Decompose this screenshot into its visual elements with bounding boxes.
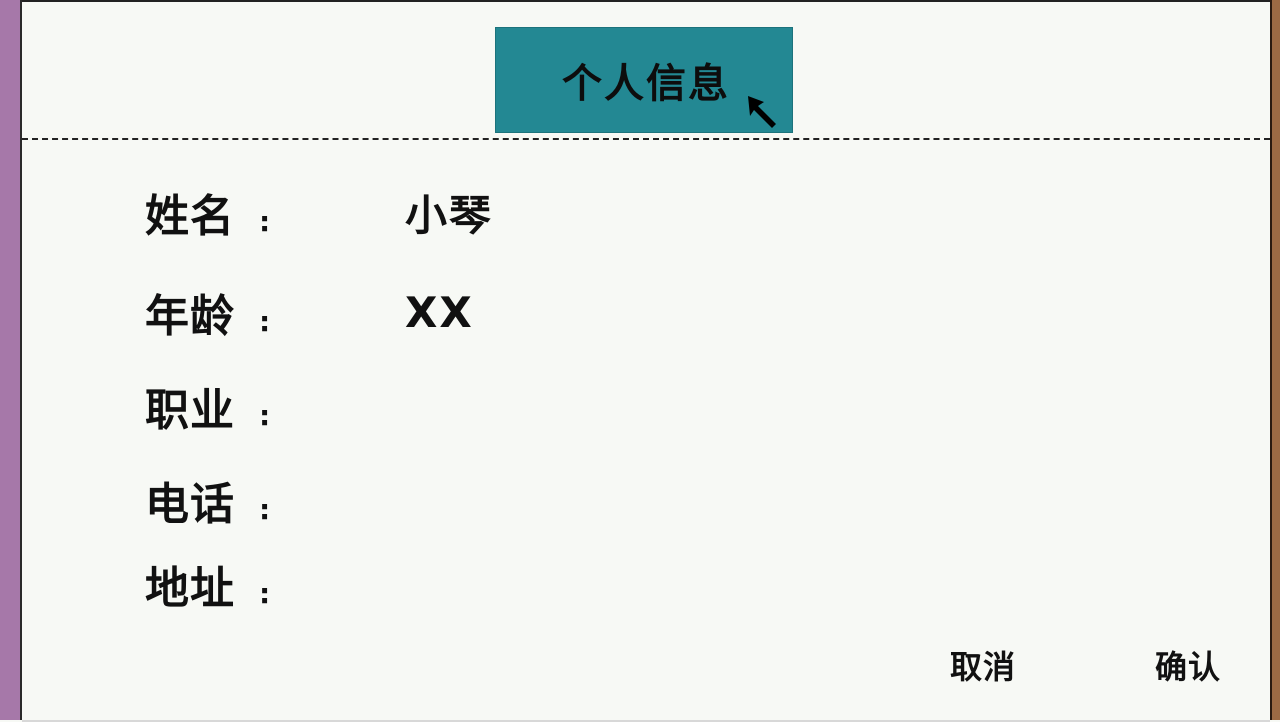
mouse-cursor-icon — [748, 96, 776, 128]
field-label-name: 姓名 — [145, 191, 235, 242]
field-value-age[interactable]: XX — [405, 287, 474, 337]
field-label-age: 年龄 — [145, 291, 235, 342]
field-colon: : — [259, 398, 271, 432]
field-row-address: 地址 : — [145, 554, 405, 614]
field-colon: : — [259, 576, 271, 610]
field-row-occupation: 职业 : — [145, 376, 405, 436]
profile-card: 个人信息 姓名 : 小琴 年龄 : XX 职业 : 电话 : 地址 : 取消 确… — [22, 0, 1270, 722]
personal-info-button[interactable]: 个人信息 — [495, 27, 793, 133]
field-value-name[interactable]: 小琴 — [405, 190, 494, 240]
confirm-button[interactable]: 确认 — [1155, 648, 1222, 686]
field-row-name: 姓名 : 小琴 — [145, 182, 494, 243]
right-edge-strip — [1270, 0, 1280, 720]
left-edge-strip — [0, 0, 22, 720]
personal-info-title: 个人信息 — [562, 61, 730, 107]
field-label-phone: 电话 — [145, 479, 235, 530]
cancel-button[interactable]: 取消 — [950, 648, 1017, 686]
field-colon: : — [259, 304, 271, 338]
field-colon: : — [259, 492, 271, 526]
field-row-age: 年龄 : XX — [145, 282, 474, 343]
dashed-separator — [22, 138, 1270, 140]
field-label-occupation: 职业 — [145, 385, 235, 436]
field-colon: : — [259, 204, 271, 238]
field-label-address: 地址 — [145, 563, 235, 614]
field-row-phone: 电话 : — [145, 470, 405, 530]
